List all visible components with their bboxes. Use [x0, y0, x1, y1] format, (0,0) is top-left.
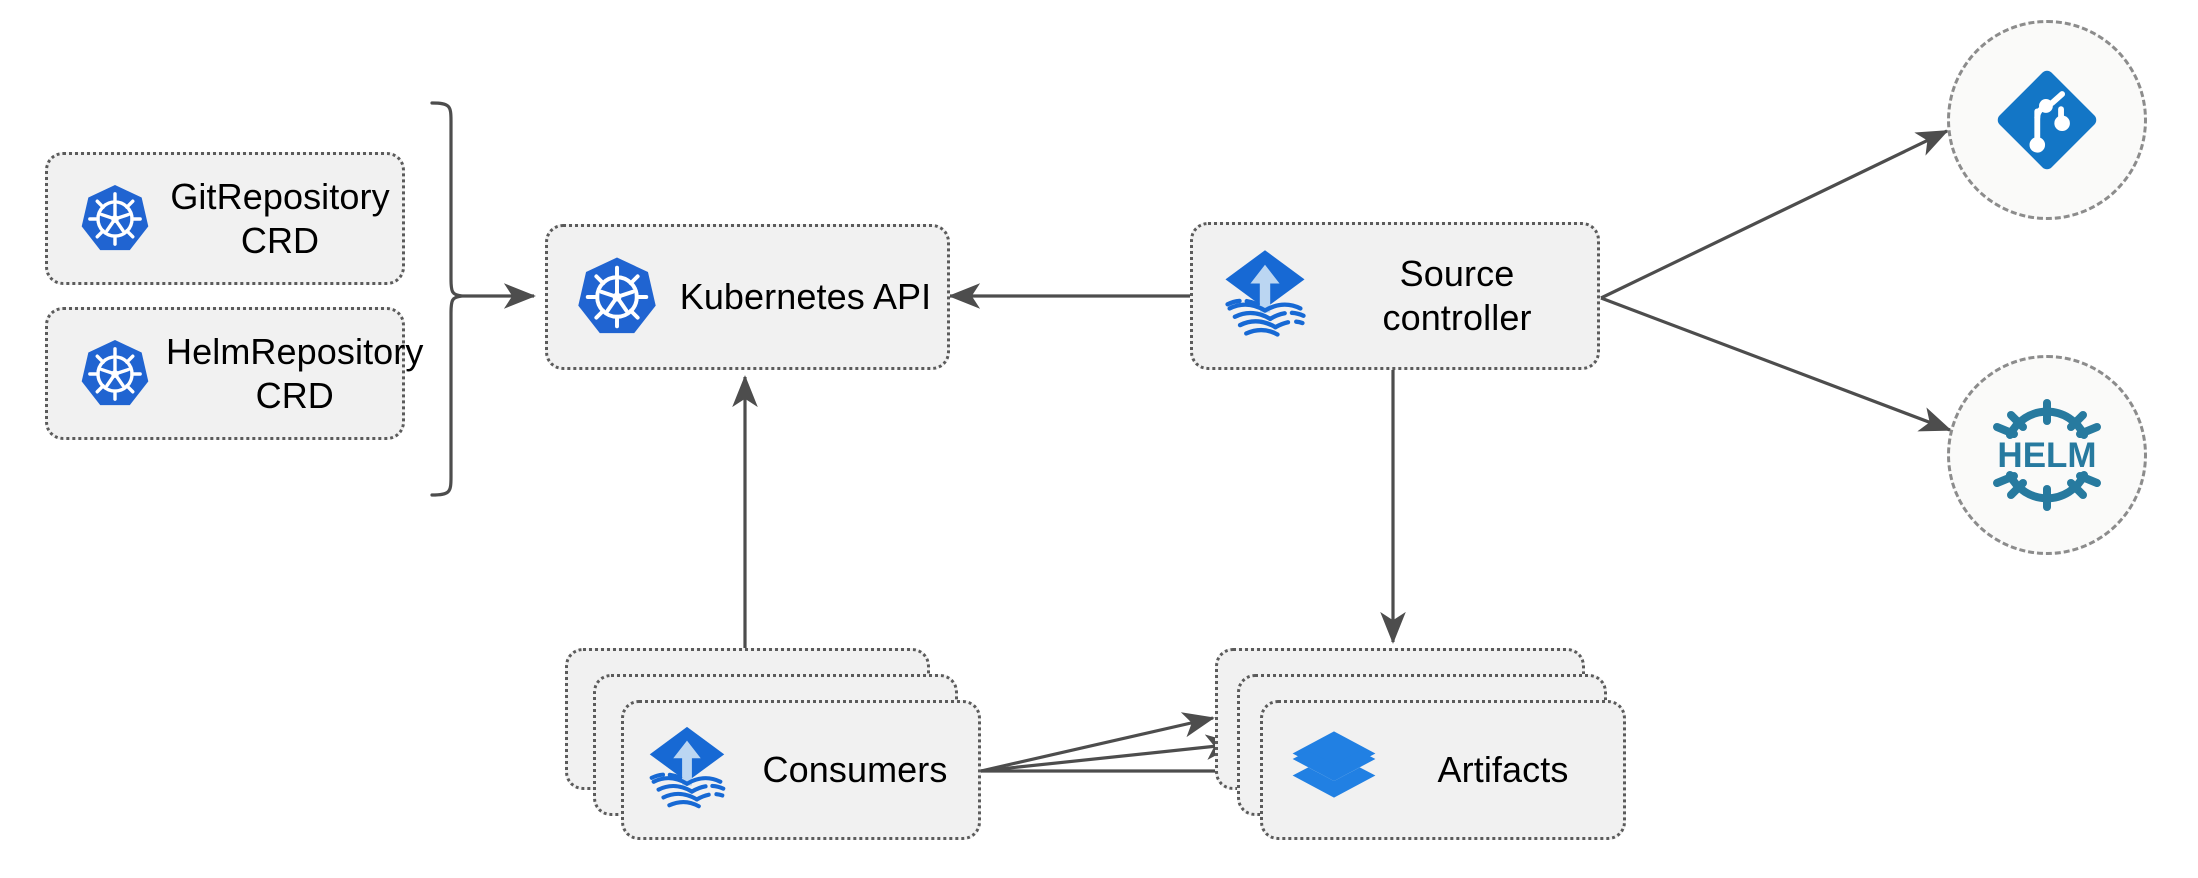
node-artifacts-stack[interactable]: Artifacts: [1215, 648, 1635, 840]
git-icon: [1993, 66, 2101, 174]
node-kubernetes-api[interactable]: Kubernetes API: [545, 224, 950, 370]
kubernetes-icon: [562, 254, 672, 340]
node-consumers-stack[interactable]: Consumers: [565, 648, 981, 840]
node-git-repository-crd[interactable]: GitRepository CRD: [45, 152, 405, 285]
flux-icon: [1205, 244, 1325, 348]
edge-consumers-to-artifacts-top: [980, 712, 1215, 773]
node-label: Consumers: [762, 749, 948, 791]
node-git-source[interactable]: [1947, 20, 2147, 220]
node-helm-source[interactable]: HELM: [1947, 355, 2147, 555]
edge-source-controller-to-helm: [1600, 296, 1952, 432]
helm-icon: HELM: [1981, 395, 2113, 515]
kubernetes-icon: [64, 337, 166, 411]
helm-wordmark: HELM: [1997, 436, 2096, 475]
node-label: Source controller: [1382, 253, 1532, 338]
node-consumers[interactable]: Consumers: [621, 700, 981, 840]
node-source-controller[interactable]: Source controller: [1190, 222, 1600, 370]
node-artifacts[interactable]: Artifacts: [1260, 700, 1626, 840]
kubernetes-icon: [64, 182, 166, 256]
edge-source-controller-to-git: [1600, 129, 1949, 300]
layers-icon: [1277, 724, 1391, 816]
node-label: GitRepository CRD: [170, 175, 390, 261]
crd-group-bracket: [430, 101, 463, 497]
node-label: Artifacts: [1437, 749, 1569, 791]
flux-icon: [634, 721, 740, 819]
edge-consumers-to-artifacts-middle: [980, 734, 1238, 773]
node-helm-repository-crd[interactable]: HelmRepository CRD: [45, 307, 423, 440]
node-label: Kubernetes API: [679, 276, 932, 318]
node-label: HelmRepository CRD: [166, 330, 424, 416]
